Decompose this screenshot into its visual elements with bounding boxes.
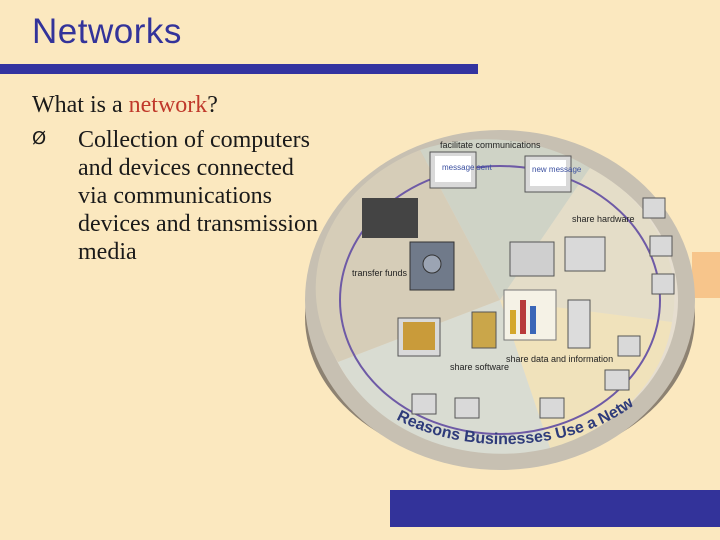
arrow-bullet-icon: Ø [32,128,47,149]
footer-bar [390,490,720,527]
terminal-icon [539,397,565,419]
slice-software [338,300,550,454]
monitor-icon [564,236,606,272]
title-divider [0,64,478,74]
bar-icon [520,300,526,334]
subtitle-suffix: ? [207,92,218,118]
terminal-icon [454,397,480,419]
label-transfer-funds: transfer funds [352,268,408,278]
label-facilitate-communications: facilitate communications [440,140,541,150]
decorative-tab [692,252,720,298]
slice-funds [315,150,500,362]
monitor-icon [651,273,675,295]
software-box-icon [471,311,497,349]
tower-icon [567,299,591,349]
bar-icon [510,310,516,334]
terminal-icon [411,393,437,415]
monitor-icon [642,197,666,219]
label-new-message: new message [532,165,582,174]
label-share-software: share software [450,362,509,372]
label-share-data: share data and information [506,354,613,364]
terminal-icon [604,369,630,391]
monitor-icon [649,235,673,257]
label-share-hardware: share hardware [572,214,635,224]
slide-title: Networks [32,12,182,51]
terminal-icon [617,335,641,357]
safe-dial-icon [422,254,442,274]
slide-subtitle: What is a network? [32,92,218,119]
bar-icon [530,306,536,334]
label-message-sent: message sent [442,163,493,172]
network-uses-diagram: facilitate communications message sent n… [300,112,695,470]
network-ring [339,165,661,435]
subtitle-accent: network [128,92,208,118]
laptop-icon [362,198,418,238]
screen-icon [530,160,566,186]
printer-icon [509,241,555,277]
screen-icon [435,156,471,182]
bullet-text: Collection of computers and devices conn… [78,127,318,265]
software-box-icon [403,322,435,350]
subtitle-prefix: What is a [32,92,129,118]
